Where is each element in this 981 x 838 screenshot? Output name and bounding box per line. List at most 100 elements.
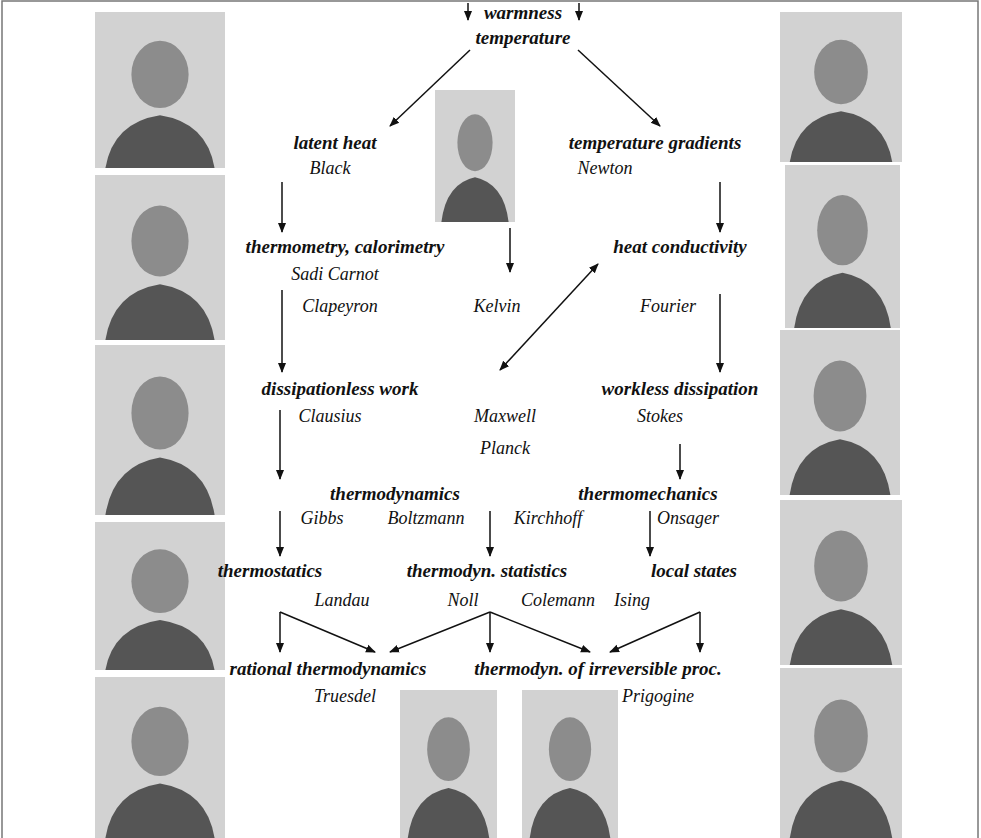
scientist-name: Clapeyron [302,296,377,316]
concept-text: local states [651,560,737,582]
portrait [400,690,497,838]
flow-arrow [610,612,700,652]
concept-node: local states [649,560,739,582]
arrow-line [489,612,491,652]
flow-arrow [490,612,590,652]
scientist-name: Ising [614,590,650,610]
scientist-name: Truesdel [314,686,376,706]
scientist-name: Noll [447,590,478,610]
arrow-line [578,50,660,126]
concept-text: thermodynamics [330,483,460,505]
scientist-name: Colemann [521,590,595,610]
scientist-name: Onsager [657,508,719,528]
arrow-line [281,290,283,372]
arrow-line [679,444,681,479]
flow-arrow [280,511,281,556]
arrow-line [390,612,490,652]
scientist-name: Stokes [637,406,683,426]
arrow-line [719,294,721,372]
concept-node: temperature [474,27,573,49]
arrow-line [279,612,281,652]
portrait [435,90,515,222]
concept-text: latent heat [294,132,377,154]
flow-arrow [280,410,281,479]
concept-node: thermodynamics [328,483,462,505]
concept-node: temperature gradients [567,132,744,154]
portrait [780,500,902,665]
arrow-line [279,511,281,556]
decor-arrow [467,3,469,20]
arrow-line [390,50,470,126]
arrow-line [281,182,283,232]
flow-arrow [680,444,681,479]
flow-arrow [390,50,470,126]
scientist-name: Maxwell [474,406,536,426]
concept-text: temperature [476,27,571,49]
arrow-line [490,612,590,652]
concept-text: thermomechanics [578,483,717,505]
concept-node: thermomechanics [576,483,719,505]
portrait [95,345,225,515]
concept-text: temperature gradients [569,132,742,154]
decor-arrow [578,3,580,20]
concept-node: rational thermodynamics [228,658,429,680]
flow-arrow [650,511,651,556]
flow-arrow [390,612,490,652]
flow-arrow [490,511,491,556]
scientist-name: Sadi Carnot [291,264,379,284]
arrow-line [279,410,281,479]
portrait [95,522,225,670]
portrait [785,165,900,328]
flow-arrow [578,50,660,126]
scientist-name: Kelvin [474,296,521,316]
scientist-name: Planck [480,438,530,458]
scientist-name: Clausius [298,406,361,426]
arrow-line [489,511,491,556]
portrait [522,690,618,838]
concept-node: heat conductivity [611,236,749,258]
scientist-name: Gibbs [300,508,343,528]
flow-arrow [720,182,721,232]
concept-text: thermostatics [218,560,323,582]
portrait [95,677,225,838]
concept-node: thermometry, calorimetry [244,236,447,258]
arrow-line [500,264,598,370]
flow-arrow [280,612,375,652]
scientist-name: Prigogine [622,686,694,706]
concept-text: heat conductivity [613,236,747,258]
concept-text: thermometry, calorimetry [246,236,445,258]
arrow-line [719,182,721,232]
scientist-name: Boltzmann [387,508,464,528]
portrait [780,330,900,495]
scientist-name: Fourier [640,296,696,316]
flow-arrow [720,294,721,372]
concept-text: thermodyn. of irreversible proc. [474,658,722,680]
concept-node: thermostatics [216,560,325,582]
flow-arrow [282,182,283,232]
decor-arrow [509,228,511,272]
concept-text: rational thermodynamics [230,658,427,680]
flow-arrow [282,290,283,372]
portrait [95,12,225,168]
concept-node: thermodyn. of irreversible proc. [472,658,724,680]
concept-node: thermodyn. statistics [405,560,569,582]
arrow-line [280,612,375,652]
arrow-line [649,511,651,556]
concept-node: warmness [482,2,564,24]
portrait [780,12,902,162]
arrow-line [699,612,701,652]
concept-node: workless dissipation [600,378,761,400]
scientist-name: Landau [314,590,369,610]
scientist-name: Kirchhoff [514,508,582,528]
concept-text: thermodyn. statistics [407,560,567,582]
concept-text: workless dissipation [602,378,759,400]
scientist-name: Black [310,158,351,178]
arrow-line [610,612,700,652]
concept-text: warmness [484,2,562,24]
portrait [95,175,225,340]
concept-node: dissipationless work [260,378,421,400]
portrait [780,668,902,838]
concept-node: latent heat [292,132,379,154]
scientist-name: Newton [577,158,632,178]
